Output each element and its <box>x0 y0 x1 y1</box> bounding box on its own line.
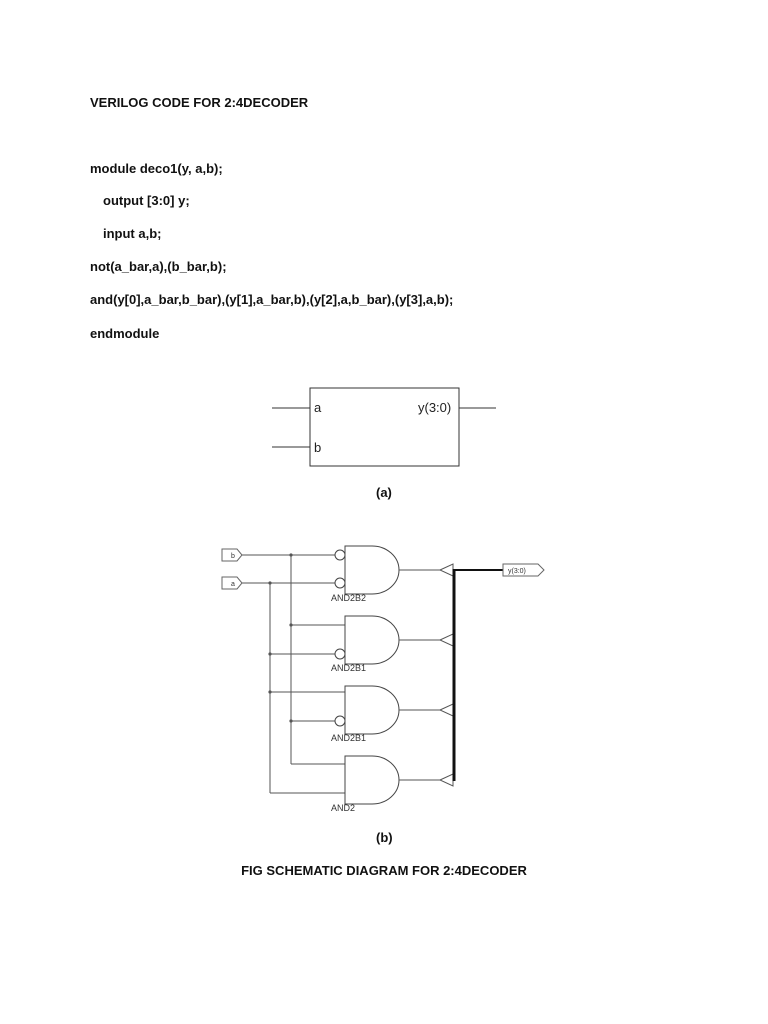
input-a-port <box>221 576 243 590</box>
caption-a: (a) <box>376 485 392 500</box>
schematic-input-a-label: a <box>231 581 235 588</box>
and-gate-2 <box>334 615 454 665</box>
and-gate-3 <box>334 685 454 735</box>
schematic-output-label: y(3:0) <box>508 568 526 575</box>
document-heading: VERILOG CODE FOR 2:4DECODER <box>90 95 309 110</box>
input-b-port <box>221 548 243 562</box>
gate-1-label: AND2B2 <box>331 593 366 603</box>
and-gate-1 <box>334 545 454 595</box>
schematic-input-b-label: b <box>231 553 235 560</box>
code-line-and: and(y[0],a_bar,b_bar),(y[1],a_bar,b),(y[… <box>90 292 454 307</box>
gate-4-label: AND2 <box>331 803 355 813</box>
code-line-module: module deco1(y, a,b); <box>90 161 223 176</box>
figure-title: FIG SCHEMATIC DIAGRAM FOR 2:4DECODER <box>241 863 527 878</box>
gate-3-label: AND2B1 <box>331 733 366 743</box>
block-input-b-label: b <box>314 440 321 455</box>
block-output-label: y(3:0) <box>418 400 451 415</box>
code-line-input: input a,b; <box>103 226 162 241</box>
block-input-a-label: a <box>314 400 322 415</box>
output-port <box>502 563 545 577</box>
decoder-block <box>309 387 460 467</box>
code-line-endmodule: endmodule <box>90 326 160 341</box>
code-line-not: not(a_bar,a),(b_bar,b); <box>90 259 227 274</box>
gate-2-label: AND2B1 <box>331 663 366 673</box>
and-gate-4 <box>344 755 454 805</box>
code-line-output: output [3:0] y; <box>103 193 190 208</box>
caption-b: (b) <box>376 830 393 845</box>
